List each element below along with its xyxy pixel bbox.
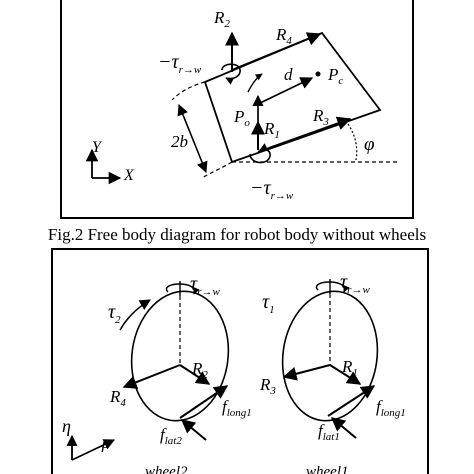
force-R3 bbox=[257, 116, 352, 153]
label-tau-bottom: −τr→w bbox=[250, 177, 294, 202]
axis-rho bbox=[71, 439, 116, 461]
label-wheel2: wheel2 bbox=[145, 464, 188, 474]
label-d: d bbox=[284, 65, 293, 84]
label-flat2: flat2 bbox=[160, 425, 182, 447]
label-tau-rw-left: τr→w bbox=[190, 273, 220, 298]
label-R3-wheel: R3 bbox=[259, 375, 276, 397]
torque-arc-top bbox=[221, 63, 241, 85]
label-X: X bbox=[123, 167, 135, 184]
bottom-panel-frame bbox=[51, 248, 429, 474]
label-wheel1: wheel1 bbox=[306, 464, 349, 474]
dashed-extension-top bbox=[171, 81, 206, 101]
label-tau-rw-right: τr→w bbox=[340, 271, 370, 296]
force-R2-wheel bbox=[179, 364, 211, 385]
dimension-2b-arrow bbox=[177, 103, 208, 174]
wheel2-ellipse bbox=[130, 290, 230, 422]
top-panel-frame bbox=[60, 0, 414, 219]
force-flat1 bbox=[330, 417, 357, 439]
wheel1-ellipse bbox=[281, 290, 379, 422]
label-flong1-right: flong1 bbox=[376, 397, 406, 419]
torque-arc-bottom bbox=[249, 143, 271, 164]
label-Po: Po bbox=[233, 107, 250, 129]
angle-phi-arc bbox=[347, 123, 358, 161]
dashed-extension-bottom bbox=[201, 161, 233, 179]
force-flong1-left bbox=[179, 385, 229, 419]
figure-caption: Fig.2 Free body diagram for robot body w… bbox=[48, 225, 426, 244]
rotation-arrow-top bbox=[247, 73, 263, 93]
wheel2-spin-arrow bbox=[119, 299, 151, 331]
force-R3-wheel bbox=[282, 364, 331, 381]
label-R2-top: R2 bbox=[213, 8, 230, 30]
point-Pc bbox=[315, 71, 321, 77]
label-rho: ρ bbox=[101, 432, 111, 452]
label-eta: η bbox=[62, 416, 71, 436]
label-R2-wheel: R2 bbox=[191, 359, 208, 381]
label-R3: R3 bbox=[312, 106, 329, 128]
label-R4-wheel: R4 bbox=[109, 387, 126, 409]
force-R4 bbox=[231, 32, 322, 71]
label-phi: φ bbox=[364, 134, 375, 155]
label-R1-wheel: R1 bbox=[341, 357, 358, 379]
force-R1-wheel bbox=[329, 364, 362, 385]
force-flong1-right bbox=[327, 385, 376, 417]
force-flat2 bbox=[180, 419, 207, 441]
label-tau-top: −τr→w bbox=[158, 51, 202, 76]
label-Y: Y bbox=[92, 139, 103, 156]
force-R4-wheel bbox=[122, 364, 181, 389]
label-Pc: Pc bbox=[327, 65, 343, 87]
label-2b: 2b bbox=[171, 132, 188, 151]
label-flong1-left: flong1 bbox=[222, 397, 252, 419]
label-tau1: τ1 bbox=[262, 291, 275, 316]
label-R1-top: R1 bbox=[263, 119, 280, 141]
label-tau2: τ2 bbox=[108, 301, 121, 326]
label-flat1: flat1 bbox=[318, 421, 340, 443]
label-R4: R4 bbox=[275, 25, 292, 47]
distance-d-arrow bbox=[257, 77, 314, 105]
